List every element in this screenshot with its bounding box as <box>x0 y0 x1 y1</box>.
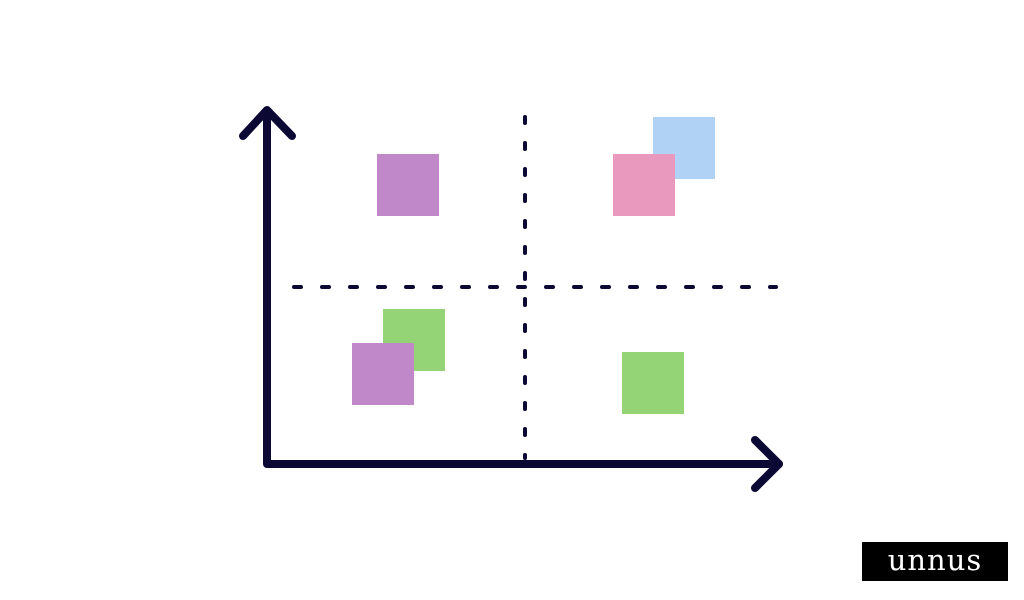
sticky-notes <box>352 117 715 414</box>
sticky-note-purple-top-left <box>377 154 439 216</box>
sticky-note-purple-bottom-left <box>352 343 414 405</box>
sticky-note-pink-top-right <box>613 154 675 216</box>
sticky-note-green-bottom-right <box>622 352 684 414</box>
logo: unnus <box>862 542 1008 581</box>
logo-text: unnus <box>887 543 983 577</box>
axes-lines <box>263 108 783 468</box>
x-axis-arrow-head <box>751 436 783 492</box>
